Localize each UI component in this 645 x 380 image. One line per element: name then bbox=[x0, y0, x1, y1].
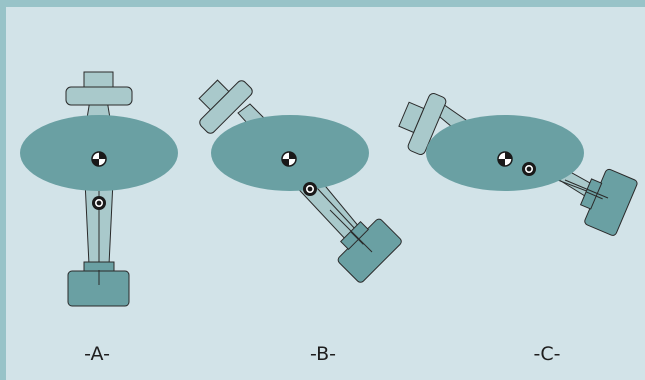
figure-b-label: -B- bbox=[309, 343, 337, 365]
figure-b-top-mount bbox=[198, 79, 230, 111]
figure-b-combined-center-marker bbox=[302, 181, 318, 197]
figure-a-label: -A- bbox=[84, 343, 110, 365]
figure-a-combined-center-marker bbox=[91, 195, 107, 211]
figure-a-top-bar bbox=[65, 86, 133, 106]
figure-b bbox=[198, 79, 402, 283]
figure-c bbox=[398, 93, 638, 236]
figure-a-top-mount bbox=[83, 71, 114, 89]
figure-c-body-center-marker bbox=[497, 151, 513, 167]
figure-b-body-center-marker bbox=[281, 151, 297, 167]
figure-c-top-mount bbox=[398, 101, 425, 134]
figure-c-combined-center-marker bbox=[521, 161, 537, 177]
figure-a-body-center-marker bbox=[91, 151, 107, 167]
figure-a bbox=[20, 71, 178, 307]
figure-c-label: -C- bbox=[533, 343, 561, 365]
